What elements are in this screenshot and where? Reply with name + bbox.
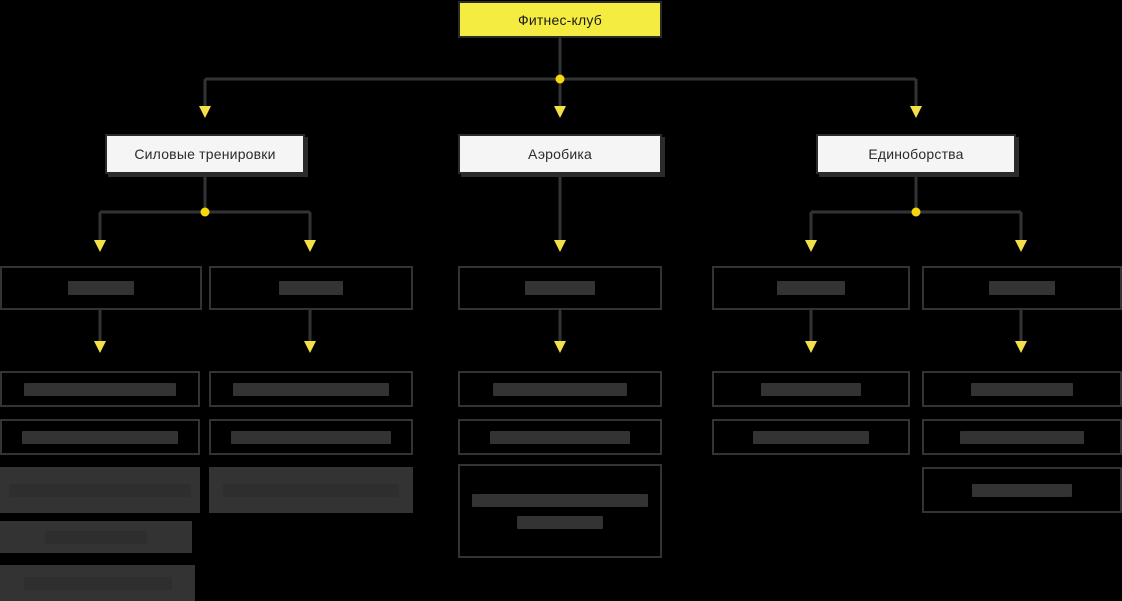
node-leaf-c4-1[interactable]: [712, 371, 910, 407]
redacted-text: [223, 483, 399, 497]
node-leaf-c3-2[interactable]: [458, 419, 662, 455]
arrowhead-leaf2: [304, 341, 316, 353]
node-subcategory-3[interactable]: [458, 266, 662, 310]
node-leaf-c1-2[interactable]: [0, 419, 200, 455]
node-leaf-c5-1[interactable]: [922, 371, 1122, 407]
redacted-text: [45, 530, 147, 544]
redacted-text: [753, 430, 869, 444]
node-subcategory-5[interactable]: [922, 266, 1122, 310]
redacted-stack: [460, 493, 660, 529]
arrowhead-sub5: [1015, 240, 1027, 252]
arrowhead-leaf5: [1015, 341, 1027, 353]
node-category-martial-arts-label: Единоборства: [868, 146, 964, 162]
redacted-text: [989, 281, 1055, 295]
redacted-text: [279, 281, 343, 295]
node-leaf-c1-5[interactable]: [0, 565, 195, 601]
redacted-text: [972, 483, 1072, 497]
arrowhead-leaf3: [554, 341, 566, 353]
redacted-text: [68, 281, 134, 295]
arrowhead-sub1: [94, 240, 106, 252]
node-category-martial-arts[interactable]: Единоборства: [816, 134, 1016, 174]
node-leaf-c2-1[interactable]: [209, 371, 413, 407]
redacted-text: [233, 382, 389, 396]
arrowhead-sub2: [304, 240, 316, 252]
node-leaf-c1-4[interactable]: [0, 521, 192, 553]
junction-dot-cat1: [200, 207, 210, 217]
node-root-label: Фитнес-клуб: [518, 11, 602, 28]
redacted-text: [231, 430, 391, 444]
junction-dot-root: [555, 74, 565, 84]
arrowhead-cat2: [554, 106, 566, 118]
redacted-text: [24, 382, 176, 396]
redacted-text: [493, 382, 627, 396]
arrowhead-cat1: [199, 106, 211, 118]
arrowhead-cat3: [910, 106, 922, 118]
arrowhead-sub4: [805, 240, 817, 252]
redacted-text: [22, 430, 178, 444]
node-leaf-c2-2[interactable]: [209, 419, 413, 455]
redacted-text: [9, 483, 191, 497]
node-subcategory-2[interactable]: [209, 266, 413, 310]
redacted-text: [777, 281, 845, 295]
node-leaf-c3-1[interactable]: [458, 371, 662, 407]
node-subcategory-1[interactable]: [0, 266, 202, 310]
junction-dot-cat3: [911, 207, 921, 217]
node-leaf-c1-3[interactable]: [0, 467, 200, 513]
node-category-strength[interactable]: Силовые тренировки: [105, 134, 305, 174]
node-leaf-c5-3[interactable]: [922, 467, 1122, 513]
redacted-text: [960, 430, 1084, 444]
node-category-strength-label: Силовые тренировки: [134, 146, 276, 162]
redacted-text: [517, 515, 603, 529]
node-leaf-c4-2[interactable]: [712, 419, 910, 455]
node-leaf-c5-2[interactable]: [922, 419, 1122, 455]
redacted-text: [490, 430, 630, 444]
node-leaf-c1-1[interactable]: [0, 371, 200, 407]
arrowhead-leaf1: [94, 341, 106, 353]
redacted-text: [23, 576, 172, 590]
redacted-text: [971, 382, 1073, 396]
arrowhead-leaf4: [805, 341, 817, 353]
node-root[interactable]: Фитнес-клуб: [458, 1, 662, 38]
redacted-text: [472, 493, 648, 507]
arrowhead-sub3: [554, 240, 566, 252]
redacted-text: [525, 281, 595, 295]
redacted-text: [761, 382, 861, 396]
node-subcategory-4[interactable]: [712, 266, 910, 310]
node-leaf-c2-3[interactable]: [209, 467, 413, 513]
node-category-aerobics[interactable]: Аэробика: [458, 134, 662, 174]
node-leaf-c3-3[interactable]: [458, 464, 662, 558]
node-category-aerobics-label: Аэробика: [527, 146, 593, 162]
